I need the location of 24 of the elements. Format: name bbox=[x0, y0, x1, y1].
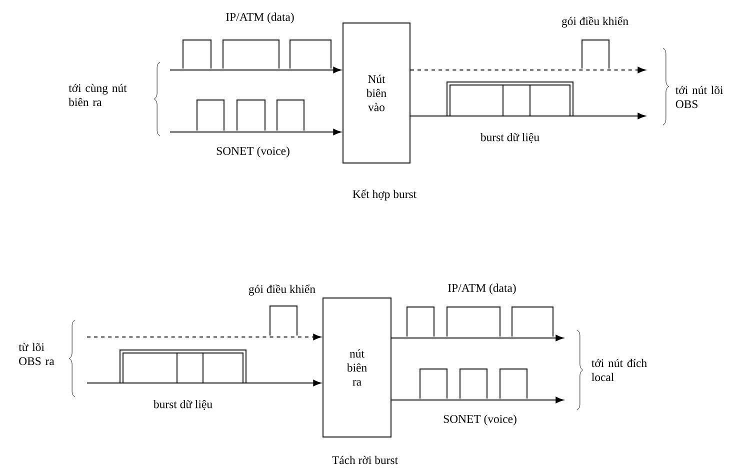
node-label: Kết hợp burst bbox=[352, 190, 416, 200]
node-box: nút biên ra bbox=[322, 298, 392, 438]
arrow bbox=[410, 112, 646, 120]
edge-label: IP/ATM (data) bbox=[446, 282, 518, 296]
arrow bbox=[170, 66, 342, 74]
edge-label: gói điều khiển bbox=[560, 15, 630, 29]
brace-label: tới nút đích local bbox=[592, 358, 647, 382]
edge-label: SONET (voice) bbox=[214, 146, 292, 158]
node-label: Tách rời burst bbox=[332, 456, 398, 464]
arrow bbox=[170, 128, 342, 136]
arrow bbox=[410, 66, 646, 74]
arrow bbox=[86, 380, 322, 386]
brace-label: tới cùng nút biên ra bbox=[68, 84, 127, 106]
arrow bbox=[391, 396, 564, 404]
arrow bbox=[391, 334, 564, 342]
edge-label: IP/ATM (data) bbox=[224, 12, 296, 24]
brace-label: tới nút lõi OBS bbox=[676, 86, 724, 108]
edge-label: burst dữ liệu bbox=[152, 398, 214, 412]
edge-label: SONET (voice) bbox=[442, 414, 518, 426]
node-box: Nút biên vào bbox=[342, 22, 410, 164]
arrow bbox=[86, 334, 322, 340]
edge-label: burst dữ liệu bbox=[479, 132, 541, 144]
brace-label: từ lõi OBS ra bbox=[18, 342, 54, 366]
edge-label: gói điều khiển bbox=[247, 283, 317, 297]
